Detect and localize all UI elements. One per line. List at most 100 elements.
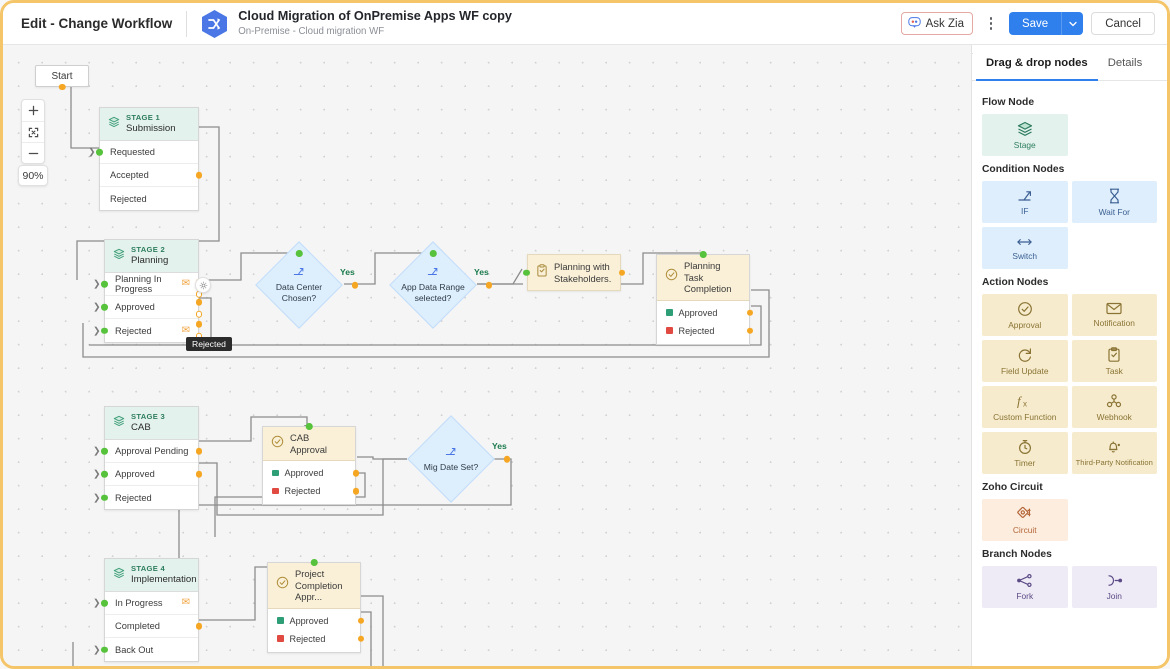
node-card-if[interactable]: IF bbox=[982, 181, 1068, 223]
input-port[interactable] bbox=[523, 269, 530, 276]
stage-node-planning[interactable]: STAGE 2 Planning ❯ Planning In Progress … bbox=[93, 239, 202, 343]
yes-label: Yes bbox=[492, 441, 507, 451]
input-port[interactable] bbox=[699, 251, 707, 258]
node-card-custom-function[interactable]: f x Custom Function bbox=[982, 386, 1068, 428]
input-port[interactable] bbox=[101, 599, 108, 607]
node-card-fork[interactable]: Fork bbox=[982, 566, 1068, 608]
save-button[interactable]: Save bbox=[1008, 12, 1062, 35]
output-port[interactable] bbox=[195, 447, 202, 455]
node-card-switch[interactable]: Switch bbox=[982, 227, 1068, 269]
stage-row[interactable]: ❯ Approval Pending bbox=[93, 440, 202, 463]
node-card-timer[interactable]: Timer bbox=[982, 432, 1068, 474]
more-options-button[interactable] bbox=[981, 12, 1001, 35]
node-card-stage[interactable]: Stage bbox=[982, 114, 1068, 156]
stage-row[interactable]: ❯ Requested bbox=[88, 141, 198, 164]
action-row[interactable]: Rejected bbox=[657, 322, 753, 340]
output-port[interactable] bbox=[195, 171, 202, 179]
input-port[interactable] bbox=[101, 327, 108, 334]
action-node-project-completion[interactable]: Project Completion Appr... Approved Reje… bbox=[267, 559, 364, 653]
input-port[interactable] bbox=[101, 280, 108, 288]
node-card-circuit[interactable]: Circuit bbox=[982, 499, 1068, 541]
output-port[interactable] bbox=[352, 469, 359, 477]
stage-header: STAGE 1 Submission bbox=[100, 108, 198, 141]
input-port[interactable] bbox=[101, 447, 108, 455]
hourglass-icon bbox=[1108, 188, 1121, 204]
tab-drag-drop-nodes[interactable]: Drag & drop nodes bbox=[976, 45, 1098, 81]
output-port[interactable] bbox=[195, 470, 202, 478]
workflow-canvas[interactable]: 90% Start STAGE 1 Submission bbox=[3, 45, 971, 666]
stage-row[interactable]: ❯ Rejected ✉ bbox=[93, 319, 202, 342]
stage-row[interactable]: ❯ Approved bbox=[93, 296, 202, 319]
stage-row[interactable]: Rejected bbox=[100, 187, 198, 210]
start-output-port[interactable] bbox=[58, 83, 66, 90]
node-card-join[interactable]: Join bbox=[1071, 566, 1157, 608]
node-card-label: Custom Function bbox=[993, 411, 1057, 422]
node-card-third-party-notification[interactable]: Third-Party Notification bbox=[1071, 432, 1157, 474]
start-node[interactable]: Start bbox=[35, 65, 89, 90]
input-port[interactable] bbox=[310, 559, 318, 566]
action-row[interactable]: Approved bbox=[657, 304, 753, 322]
output-port[interactable] bbox=[357, 635, 364, 642]
node-card-notification[interactable]: Notification bbox=[1071, 294, 1157, 336]
output-port[interactable] bbox=[352, 487, 359, 495]
if-branch-icon bbox=[445, 446, 457, 460]
output-port[interactable] bbox=[357, 617, 364, 624]
stage-settings-button[interactable] bbox=[195, 277, 211, 293]
node-card-wait-for[interactable]: Wait For bbox=[1071, 181, 1157, 223]
action-row[interactable]: Rejected bbox=[263, 482, 359, 500]
action-node-cab-approval[interactable]: CAB Approval Approved Rejected bbox=[262, 423, 359, 505]
output-port-secondary[interactable] bbox=[195, 310, 202, 318]
tab-details[interactable]: Details bbox=[1107, 56, 1143, 69]
input-port[interactable] bbox=[101, 303, 108, 311]
input-port[interactable] bbox=[101, 470, 108, 478]
stage-row[interactable]: ❯ Planning In Progress ✉ bbox=[93, 273, 202, 298]
action-node-planning-task-completion[interactable]: Planning Task Completion Approved Reject… bbox=[656, 251, 753, 345]
input-port[interactable] bbox=[101, 494, 108, 501]
output-port[interactable] bbox=[195, 320, 202, 328]
save-dropdown-button[interactable] bbox=[1061, 12, 1084, 35]
fit-screen-button[interactable] bbox=[22, 121, 44, 142]
stage-row[interactable]: ❯ Rejected bbox=[93, 486, 198, 509]
ask-zia-button[interactable]: Ask Zia bbox=[900, 12, 973, 35]
input-port[interactable] bbox=[96, 148, 103, 156]
stage-node-submission[interactable]: STAGE 1 Submission ❯ Requested Accepted … bbox=[88, 107, 202, 211]
fx-icon: f x bbox=[1016, 393, 1034, 409]
stage-row[interactable]: ❯ In Progress ✉ bbox=[93, 592, 198, 615]
node-card-approval[interactable]: Approval bbox=[982, 294, 1068, 336]
stage-row[interactable]: Accepted bbox=[100, 164, 202, 187]
panel-collapse-button[interactable] bbox=[972, 53, 973, 81]
input-port[interactable] bbox=[429, 250, 437, 257]
output-port[interactable] bbox=[618, 269, 625, 276]
node-card-field-update[interactable]: Field Update bbox=[982, 340, 1068, 382]
cancel-button[interactable]: Cancel bbox=[1091, 12, 1155, 35]
output-port[interactable] bbox=[746, 327, 753, 334]
node-card-label: IF bbox=[1021, 205, 1029, 216]
input-port[interactable] bbox=[101, 646, 108, 653]
action-row[interactable]: Approved bbox=[268, 612, 364, 630]
node-card-webhook[interactable]: Webhook bbox=[1071, 386, 1157, 428]
output-port[interactable] bbox=[195, 622, 202, 630]
stage-row[interactable]: ❯ Approved bbox=[93, 463, 202, 486]
yes-output-port[interactable] bbox=[503, 455, 510, 463]
condition-node-mig-date[interactable]: Mig Date Set? Yes bbox=[406, 415, 510, 503]
zoom-out-button[interactable] bbox=[22, 142, 44, 163]
input-port[interactable] bbox=[295, 250, 303, 257]
yes-output-port[interactable] bbox=[485, 281, 492, 289]
node-card-task[interactable]: Task bbox=[1071, 340, 1157, 382]
action-row[interactable]: Approved bbox=[263, 464, 359, 482]
output-port[interactable] bbox=[746, 309, 753, 316]
input-port[interactable] bbox=[305, 423, 313, 430]
zoom-in-button[interactable] bbox=[22, 100, 44, 121]
stage-row-label: Completed bbox=[115, 621, 160, 631]
action-row[interactable]: Rejected bbox=[268, 630, 364, 648]
output-port[interactable] bbox=[195, 298, 202, 306]
stage-row[interactable]: Completed bbox=[105, 615, 202, 638]
stage-node-cab[interactable]: STAGE 3 CAB ❯ Approval Pending ❯ Approve… bbox=[93, 406, 202, 510]
condition-node-data-center[interactable]: Data Center Chosen? Yes bbox=[254, 241, 358, 329]
action-node-planning-task[interactable]: Planning with Stakeholders. bbox=[523, 254, 625, 291]
stage-node-implementation[interactable]: STAGE 4 Implementation ❯ In Progress ✉ C… bbox=[93, 558, 202, 662]
yes-output-port[interactable] bbox=[351, 281, 358, 289]
condition-node-app-data-range[interactable]: App Data Range selected? Yes bbox=[388, 241, 492, 329]
zoom-level-indicator[interactable]: 90% bbox=[18, 165, 48, 186]
stage-row[interactable]: ❯ Back Out bbox=[93, 638, 198, 661]
